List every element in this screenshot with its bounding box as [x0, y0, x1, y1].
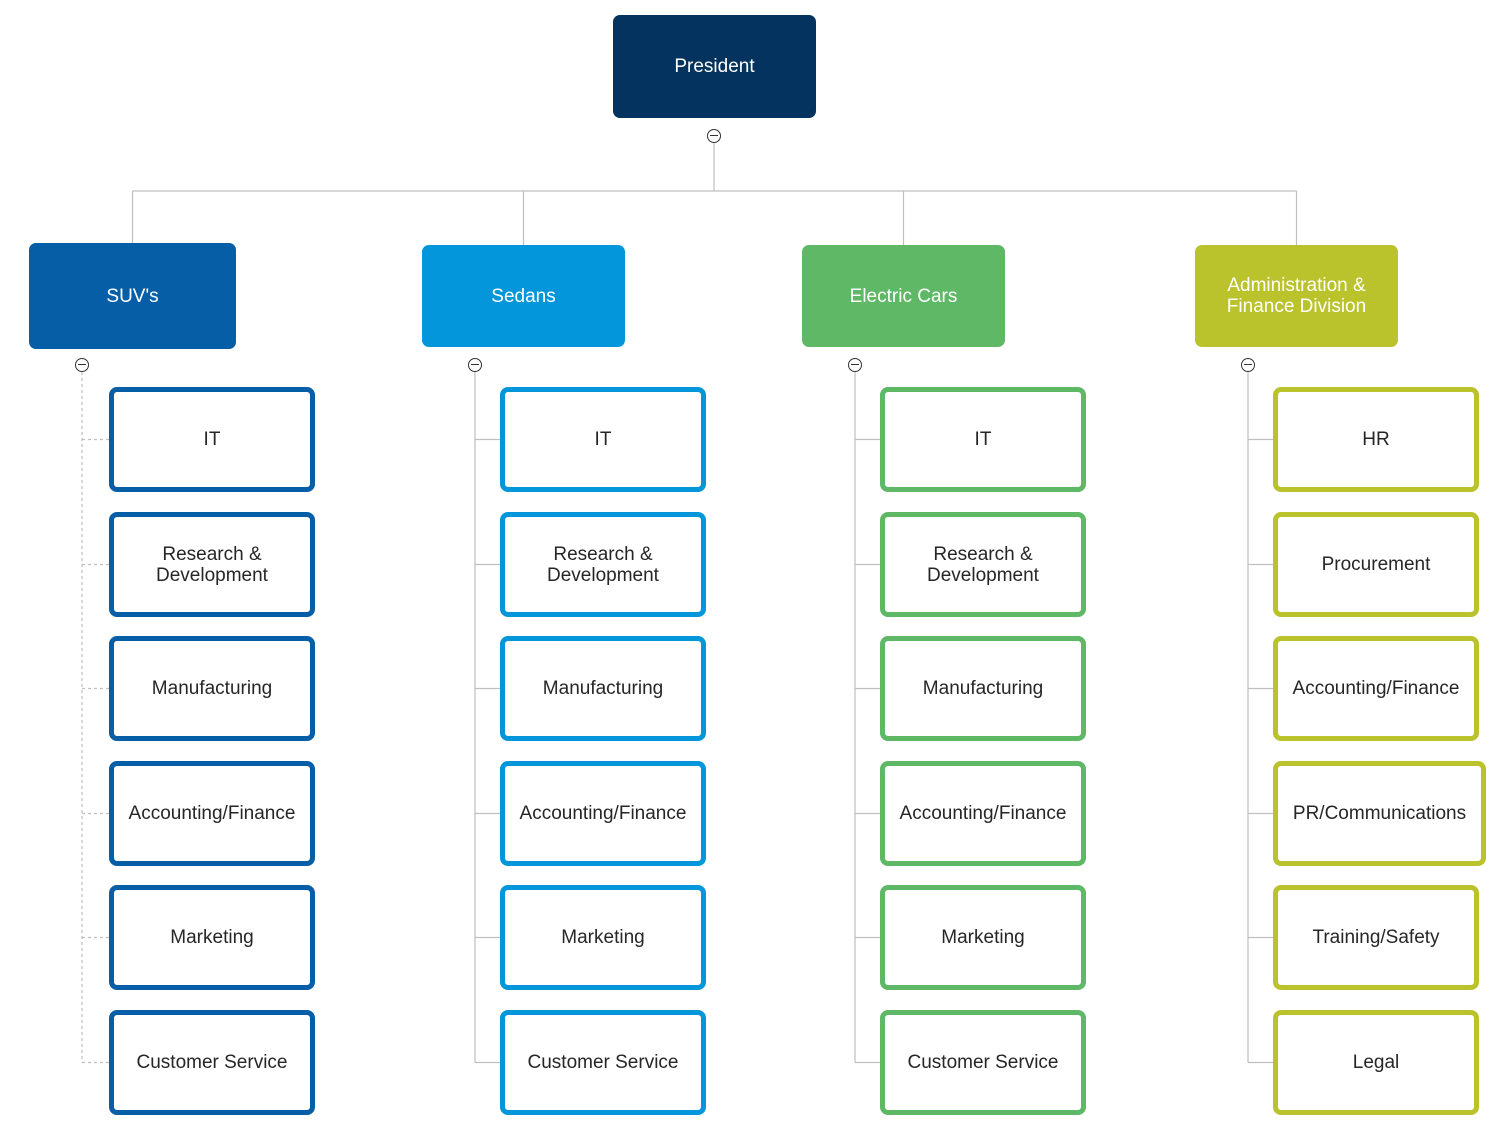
sub-unit-node[interactable]: IT: [880, 387, 1086, 492]
sub-unit-node[interactable]: Marketing: [880, 885, 1086, 990]
collapse-minus-icon[interactable]: [1241, 358, 1255, 372]
collapse-minus-icon[interactable]: [848, 358, 862, 372]
sub-unit-node[interactable]: Research & Development: [500, 512, 706, 617]
sub-unit-node[interactable]: Accounting/Finance: [880, 761, 1086, 866]
sub-unit-node[interactable]: Accounting/Finance: [1273, 636, 1479, 741]
collapse-minus-icon[interactable]: [75, 358, 89, 372]
president-node[interactable]: President: [613, 15, 816, 118]
sub-unit-node[interactable]: Marketing: [109, 885, 315, 990]
sub-unit-node[interactable]: Accounting/Finance: [500, 761, 706, 866]
department-node[interactable]: Electric Cars: [802, 245, 1005, 347]
sub-unit-node[interactable]: Manufacturing: [880, 636, 1086, 741]
sub-unit-node[interactable]: HR: [1273, 387, 1479, 492]
sub-unit-node[interactable]: Training/Safety: [1273, 885, 1479, 990]
sub-unit-node[interactable]: Customer Service: [109, 1010, 315, 1115]
sub-unit-node[interactable]: IT: [109, 387, 315, 492]
sub-unit-node[interactable]: Research & Development: [109, 512, 315, 617]
sub-unit-node[interactable]: Accounting/Finance: [109, 761, 315, 866]
sub-unit-node[interactable]: Procurement: [1273, 512, 1479, 617]
sub-unit-node[interactable]: Legal: [1273, 1010, 1479, 1115]
sub-unit-node[interactable]: Manufacturing: [109, 636, 315, 741]
department-node[interactable]: Administration & Finance Division: [1195, 245, 1398, 347]
collapse-minus-icon[interactable]: [707, 129, 721, 143]
department-node[interactable]: SUV's: [29, 243, 236, 349]
sub-unit-node[interactable]: PR/Communications: [1273, 761, 1486, 866]
sub-unit-node[interactable]: Manufacturing: [500, 636, 706, 741]
sub-unit-node[interactable]: Customer Service: [500, 1010, 706, 1115]
sub-unit-node[interactable]: Research & Development: [880, 512, 1086, 617]
sub-unit-node[interactable]: Customer Service: [880, 1010, 1086, 1115]
sub-unit-node[interactable]: IT: [500, 387, 706, 492]
department-node[interactable]: Sedans: [422, 245, 625, 347]
sub-unit-node[interactable]: Marketing: [500, 885, 706, 990]
collapse-minus-icon[interactable]: [468, 358, 482, 372]
